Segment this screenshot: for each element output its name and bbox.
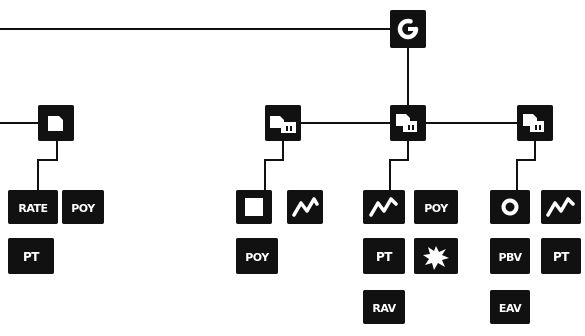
leaf-middle-c: POY bbox=[236, 238, 278, 274]
documents-icon bbox=[270, 116, 296, 133]
starburst-icon bbox=[423, 246, 449, 270]
g-brand-icon bbox=[397, 18, 419, 40]
connector-right-group-children bbox=[516, 141, 536, 190]
leaf-left-b: POY bbox=[62, 190, 104, 224]
leaf-right-c: PBV bbox=[490, 238, 530, 274]
connector-left-group-children bbox=[37, 141, 58, 190]
leaf-right-e: EAV bbox=[490, 290, 530, 324]
leaf-left-c: PT bbox=[8, 238, 54, 274]
group-center-node bbox=[390, 105, 426, 141]
group-middle-node bbox=[265, 105, 301, 141]
leaf-label: POY bbox=[71, 202, 96, 215]
leaf-label: EAV bbox=[499, 302, 522, 315]
leaf-center-d bbox=[414, 238, 458, 274]
leaf-center-b: POY bbox=[414, 190, 458, 224]
documents-icon bbox=[396, 114, 417, 132]
leaf-label: PT bbox=[23, 250, 40, 264]
leaf-center-a bbox=[363, 190, 405, 224]
chart-line-icon bbox=[369, 197, 398, 217]
leaf-right-b bbox=[541, 190, 581, 224]
leaf-label: RATE bbox=[18, 202, 47, 215]
chart-line-icon bbox=[292, 197, 319, 217]
documents-icon bbox=[523, 114, 544, 132]
leaf-label: PT bbox=[553, 250, 570, 264]
document-icon bbox=[48, 116, 63, 131]
leaf-center-e: RAV bbox=[363, 290, 405, 324]
leaf-left-a: RATE bbox=[8, 190, 58, 224]
leaf-label: PBV bbox=[498, 251, 522, 264]
leaf-middle-a bbox=[236, 190, 272, 224]
group-left-node bbox=[38, 105, 74, 141]
circle-icon bbox=[501, 198, 519, 216]
connector-center-group-children bbox=[389, 141, 409, 190]
connector-middle-group-children bbox=[264, 141, 284, 190]
leaf-right-a bbox=[490, 190, 530, 224]
leaf-label: POY bbox=[424, 202, 449, 215]
root-node bbox=[390, 10, 426, 48]
leaf-label: PT bbox=[376, 250, 393, 264]
leaf-middle-b bbox=[287, 190, 323, 224]
leaf-label: RAV bbox=[372, 302, 396, 315]
leaf-center-c: PT bbox=[363, 238, 405, 274]
square-icon bbox=[245, 198, 263, 216]
chart-line-icon bbox=[546, 197, 575, 217]
leaf-right-d: PT bbox=[541, 238, 581, 274]
group-right-node bbox=[517, 105, 553, 141]
leaf-label: POY bbox=[245, 251, 270, 264]
